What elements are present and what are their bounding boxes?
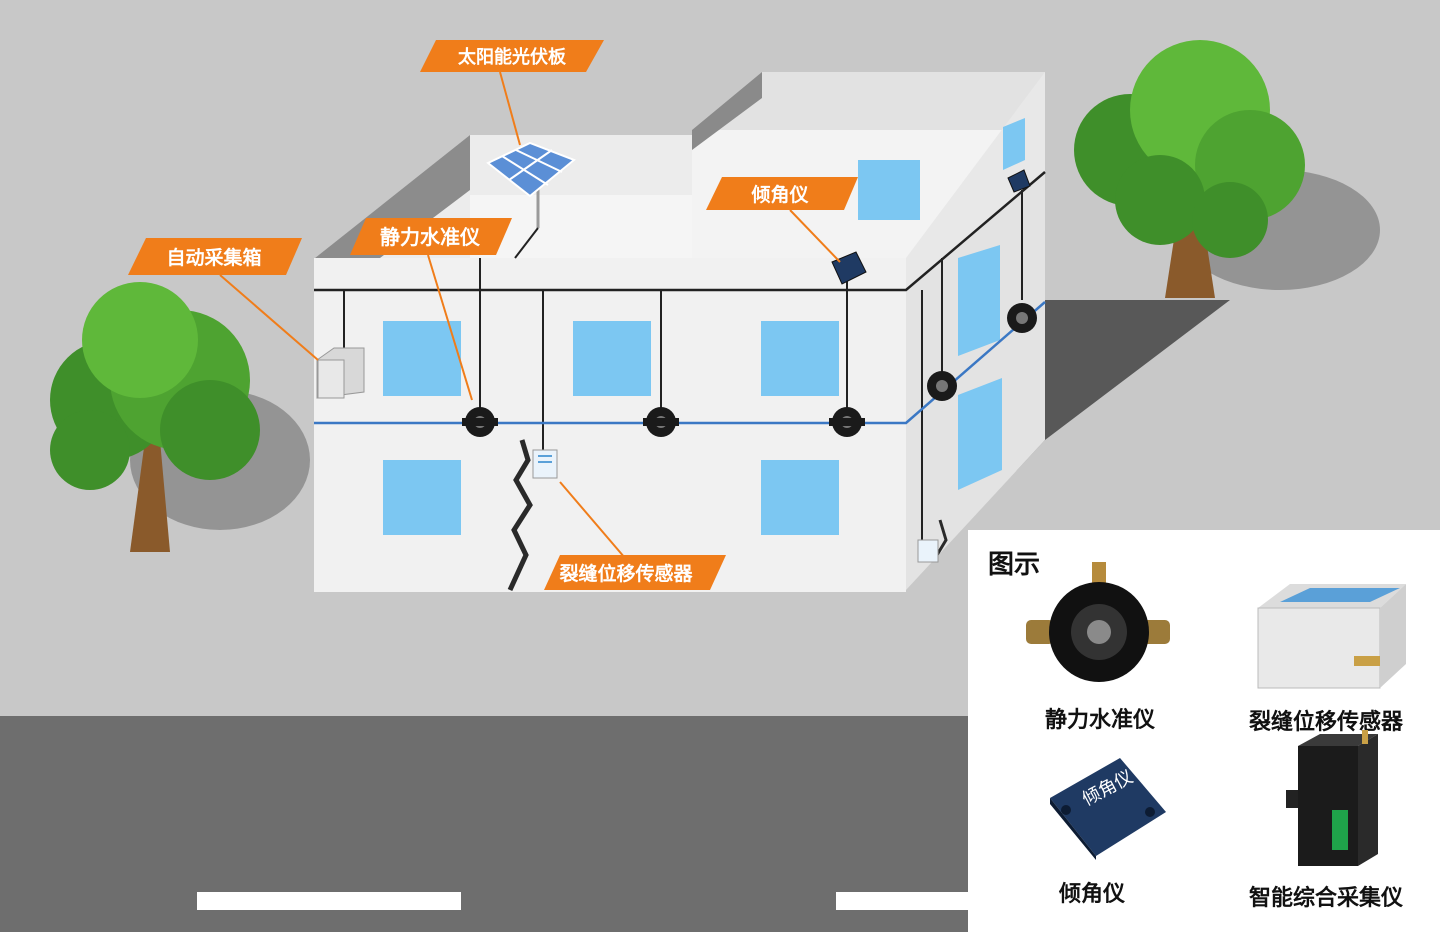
road-marking-left [197,892,461,910]
wall-crack [507,439,533,592]
label-crack-sensor: 裂缝位移传感器 [544,555,726,590]
window [958,378,1002,490]
static-level-gauge-icon [462,407,498,437]
crack-sensor-icon [532,449,558,479]
label-auto-box-text: 自动采集箱 [166,246,261,269]
tilt-meter-icon [831,251,867,285]
label-tilt-meter: 倾角仪 [706,177,858,210]
static-level-gauge-icon [1007,303,1037,333]
roof-parapet-shadow [315,135,470,258]
legend-panel: 图示 静力水准仪 裂缝位移传感器 倾角仪 倾角仪 [968,530,1440,932]
leader-line [559,481,626,559]
label-tilt-meter-text: 倾角仪 [750,183,809,206]
window [1003,118,1025,170]
signal-cable [314,171,1046,292]
window [958,245,1000,356]
window [383,321,461,396]
window [573,321,651,396]
solar-panel-icon [486,141,576,198]
static-level-gauge-icon [829,407,865,437]
upper-roof-edge [692,72,762,150]
leader-line [427,254,473,401]
label-solar-panel-text: 太阳能光伏板 [458,46,567,68]
solar-cable [514,227,539,259]
legend-caption-collector: 智能综合采集仪 [1248,886,1403,911]
window [383,460,461,535]
legend-title: 图示 [988,550,1041,580]
leader-line [219,274,319,361]
tree-left-icon [50,282,310,552]
tilt-meter-icon [1007,169,1031,193]
label-static-level: 静力水准仪 [350,218,512,255]
building-front [314,258,906,592]
label-auto-box: 自动采集箱 [128,238,302,275]
static-level-gauge-icon [643,407,679,437]
window [761,460,839,535]
tree-right-icon [1074,40,1380,298]
water-pipe [314,301,1046,425]
crack-sensor-icon [917,539,939,563]
static-level-device-icon [1026,562,1170,682]
collector-device-icon [1286,730,1378,866]
leader-line [789,209,841,263]
window [858,160,920,220]
static-level-gauge-icon [927,371,957,401]
tilt-meter-device-icon: 倾角仪 [1046,752,1170,860]
road-marking-right [836,892,976,910]
legend-caption-static-level: 静力水准仪 [1044,708,1155,733]
crack-sensor-device-icon [1257,584,1406,689]
leader-line [499,71,521,146]
legend-caption-tilt-meter: 倾角仪 [1058,882,1125,907]
window [761,321,839,396]
building-side [906,170,1045,590]
label-static-level-text: 静力水准仪 [380,225,481,249]
auto-collection-box-icon [316,347,365,399]
label-crack-sensor-text: 裂缝位移传感器 [559,562,693,585]
upper-roof [692,72,1045,130]
label-solar-panel: 太阳能光伏板 [420,40,604,72]
legend-caption-crack-sensor: 裂缝位移传感器 [1248,710,1403,735]
